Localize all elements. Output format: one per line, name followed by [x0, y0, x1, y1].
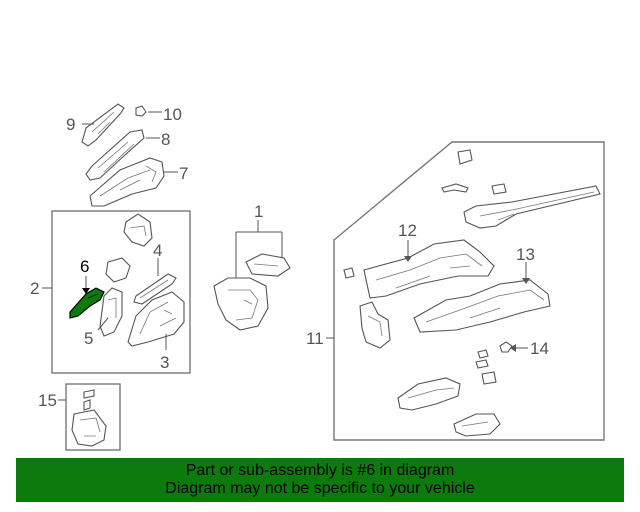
part-small-gusset[interactable]: [105, 257, 131, 283]
group-box-15: [65, 383, 121, 451]
callout-3: 3: [160, 353, 169, 372]
callout-15: 15: [38, 391, 57, 410]
part-11-small-clips[interactable]: [475, 349, 497, 385]
part-3-housing[interactable]: [127, 291, 185, 347]
banner-line-2: Diagram may not be specific to your vehi…: [165, 480, 475, 497]
part-4-rail[interactable]: [133, 273, 177, 305]
part-11-side-bracket[interactable]: [359, 301, 391, 349]
part-15-bracket[interactable]: [71, 389, 107, 447]
part-9-bracket[interactable]: [81, 103, 125, 147]
part-top-bracket[interactable]: [123, 213, 153, 247]
part-11-clip-b[interactable]: [491, 183, 507, 195]
banner-line-1: Part or sub-assembly is #6 in diagram: [185, 462, 455, 479]
part-13-frame-rail[interactable]: [413, 279, 551, 333]
part-11-bottom-bracket[interactable]: [453, 413, 501, 437]
part-11-lower-bracket[interactable]: [397, 377, 461, 411]
callout-9: 9: [66, 115, 75, 134]
callout-4: 4: [153, 241, 162, 260]
part-7-panel[interactable]: [89, 157, 165, 207]
callout-13: 13: [516, 245, 535, 264]
part-14-clip[interactable]: [499, 341, 513, 353]
group-box-11: [333, 141, 605, 441]
part-5-bracket[interactable]: [99, 287, 123, 337]
callout-5: 5: [84, 329, 93, 348]
group-box-2: [51, 210, 191, 374]
part-1-small[interactable]: [245, 253, 291, 277]
callout-7: 7: [179, 164, 188, 183]
part-11-grommet[interactable]: [343, 267, 355, 279]
arrow-6: [82, 288, 90, 294]
callout-12: 12: [398, 221, 417, 240]
part-6-highlighted[interactable]: [69, 287, 105, 319]
callout-1: 1: [254, 202, 263, 221]
part-11-long-rail[interactable]: [463, 185, 601, 229]
part-1-housing[interactable]: [213, 277, 269, 331]
part-12-frame-rail[interactable]: [363, 239, 495, 299]
callout-10: 10: [163, 105, 182, 124]
part-10-clip[interactable]: [135, 105, 147, 117]
callout-6: 6: [80, 257, 89, 276]
part-8-rail[interactable]: [85, 129, 145, 181]
part-11-clip-a[interactable]: [457, 149, 473, 165]
callout-2: 2: [30, 279, 39, 298]
part-11-strip[interactable]: [441, 183, 469, 193]
callout-11: 11: [306, 329, 324, 348]
fitment-notice-banner: Part or sub-assembly is #6 in diagram Di…: [16, 458, 624, 502]
callout-14: 14: [530, 339, 549, 358]
callout-8: 8: [161, 130, 170, 149]
parts-diagram: 9 10 8 7 2 6 4 5 3 15: [30, 103, 605, 451]
